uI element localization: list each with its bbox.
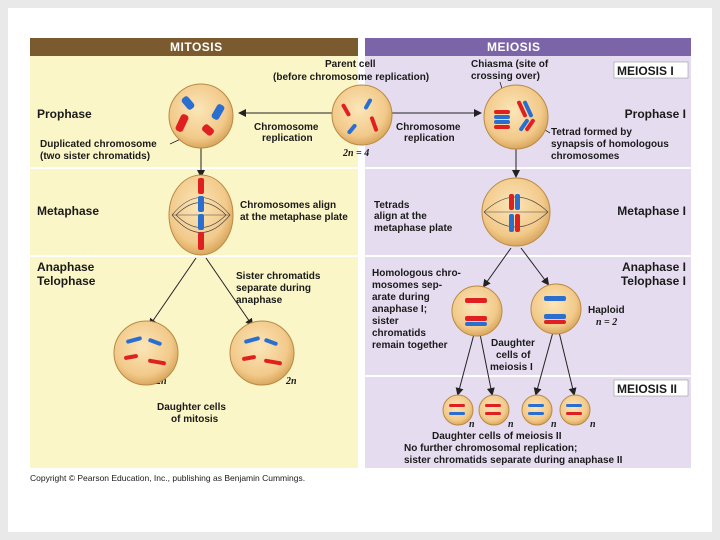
arrows xyxy=(148,109,577,396)
chiasma-line2: crossing over) xyxy=(471,71,540,82)
daughter-meiosis1-line1: Daughter xyxy=(491,338,535,349)
mitosis-metaphase-cell xyxy=(168,174,234,256)
parent-cell-subtitle: (before chromosome replication) xyxy=(273,72,429,83)
meiosis-one-daughter-left xyxy=(451,285,503,337)
meiosis-prophase-cell xyxy=(483,84,549,150)
mitosis-daughter-left xyxy=(113,320,179,386)
meiosis-one-box xyxy=(613,61,689,79)
meiosis-two-box xyxy=(613,379,689,397)
telophase-one-label: Telophase I xyxy=(621,274,686,288)
daughter-meiosis2-title: Daughter cells of meiosis II xyxy=(432,431,562,442)
mitosis-daughter-right xyxy=(229,320,295,386)
daughter-mitosis-line2: of mitosis xyxy=(171,414,219,425)
tetrads-line1: Tetrads xyxy=(374,200,410,211)
tetrads-line3: metaphase plate xyxy=(374,223,453,234)
meiosis-two-daughter-1 xyxy=(442,394,474,426)
sister-line3: anaphase xyxy=(236,295,283,306)
haploid-line1: Haploid xyxy=(588,305,625,316)
daughter-mitosis-line1: Daughter cells xyxy=(157,402,226,413)
parent-cell-title: Parent cell xyxy=(325,59,376,70)
daughter-meiosis1-line2: cells of xyxy=(496,350,531,361)
sister-line2: separate during xyxy=(236,283,311,294)
daughter-meiosis2-line2: sister chromatids separate during anapha… xyxy=(404,455,623,466)
homologous-line5: sister xyxy=(372,316,399,327)
mitosis-header xyxy=(30,38,358,56)
homologous-line3: arate during xyxy=(372,292,430,303)
meiosis-header xyxy=(365,38,691,56)
meiosis-one-label: MEIOSIS I xyxy=(617,64,674,78)
mitosis-daughter-ploidy-right: 2n xyxy=(285,376,297,387)
copyright-text: Copyright © Pearson Education, Inc., pub… xyxy=(30,473,305,483)
meiosis-two-label: MEIOSIS II xyxy=(617,382,677,396)
duplicated-line1: Duplicated chromosome xyxy=(40,139,157,150)
homologous-line1: Homologous chro- xyxy=(372,268,461,279)
duplicated-line2: (two sister chromatids) xyxy=(40,151,150,162)
meiosis2-n2: n xyxy=(508,419,514,430)
meiosis2-n1: n xyxy=(469,419,475,430)
align-line1: Chromosomes align xyxy=(240,200,336,211)
homologous-line2: mosomes sep- xyxy=(372,280,442,291)
homologous-line6: chromatids xyxy=(372,328,426,339)
meiosis2-n4: n xyxy=(590,419,596,430)
meiosis2-n3: n xyxy=(551,419,557,430)
tetrad-line1: Tetrad formed by xyxy=(551,127,632,138)
meiosis-header-label: MEIOSIS xyxy=(487,40,541,54)
prophase-one-label: Prophase I xyxy=(625,107,686,121)
anaphase-label: Anaphase xyxy=(37,260,95,274)
prophase-label: Prophase xyxy=(37,107,92,121)
daughter-meiosis1-line3: meiosis I xyxy=(490,362,533,373)
homologous-line4: anaphase I; xyxy=(372,304,427,315)
tetrad-line3: chromosomes xyxy=(551,151,620,162)
replication-right-line2: replication xyxy=(404,133,455,144)
metaphase-one-label: Metaphase I xyxy=(617,204,686,218)
parent-cell xyxy=(331,84,393,146)
replication-left-line2: replication xyxy=(262,133,313,144)
parent-ploidy: 2n = 4 xyxy=(342,148,369,159)
meiosis-two-daughter-3 xyxy=(521,394,553,426)
tetrad-line2: synapsis of homologous xyxy=(551,139,669,150)
meiosis-two-daughter-2 xyxy=(478,394,510,426)
haploid-line2: n = 2 xyxy=(596,317,617,328)
meiosis-one-daughter-right xyxy=(530,283,582,335)
anaphase-one-label: Anaphase I xyxy=(622,260,686,274)
sister-line1: Sister chromatids xyxy=(236,271,321,282)
homologous-line7: remain together xyxy=(372,340,448,351)
meiosis-metaphase-cell xyxy=(481,177,551,247)
metaphase-label: Metaphase xyxy=(37,204,99,218)
telophase-label: Telophase xyxy=(37,274,96,288)
daughter-meiosis2-line1: No further chromosomal replication; xyxy=(404,443,577,454)
align-line2: at the metaphase plate xyxy=(240,212,348,223)
replication-left-line1: Chromosome xyxy=(254,122,319,133)
mitosis-header-label: MITOSIS xyxy=(170,40,223,54)
chiasma-line1: Chiasma (site of xyxy=(471,59,549,70)
meiosis-two-daughter-4 xyxy=(559,394,591,426)
tetrads-line2: align at the xyxy=(374,211,427,222)
replication-right-line1: Chromosome xyxy=(396,122,461,133)
mitosis-prophase-cell xyxy=(168,83,234,149)
